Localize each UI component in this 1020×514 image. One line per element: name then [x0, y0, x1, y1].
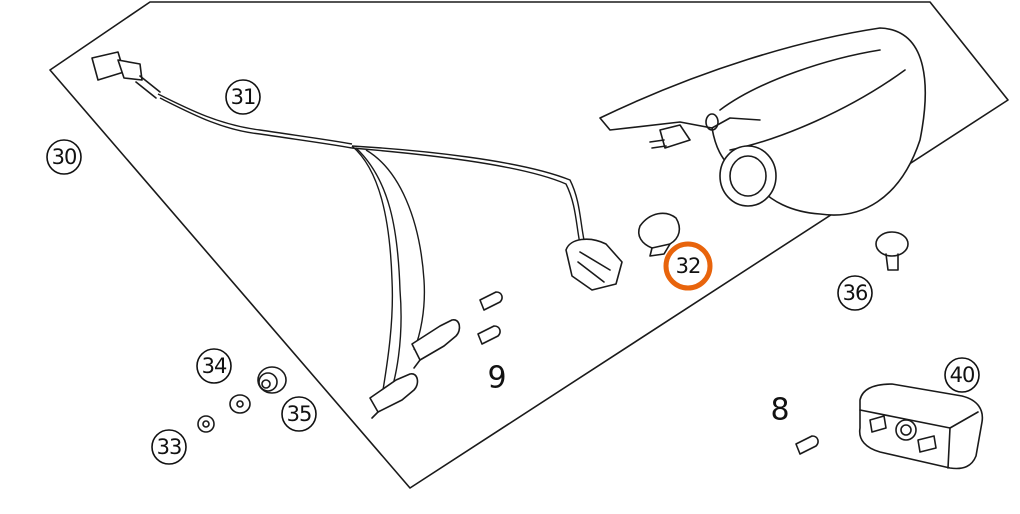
wedge-bulbs-9	[477, 291, 503, 345]
callout-number: 31	[231, 85, 256, 109]
grommet-35	[257, 366, 287, 394]
callout-number: 33	[157, 435, 182, 459]
callout-ring	[281, 396, 317, 432]
screw-cap-36	[875, 231, 909, 271]
callout-35: 35	[281, 396, 317, 432]
panel-outline	[49, 1, 1009, 489]
callout-34: 34	[196, 348, 232, 384]
callout-32: 32	[663, 241, 713, 291]
callout-33: 33	[151, 429, 187, 465]
callout-labels: 30 31 32 33 34 35 36 40 8 9	[46, 79, 980, 465]
wiring-harness	[157, 93, 585, 401]
callout-ring	[46, 139, 82, 175]
callout-31: 31	[225, 79, 261, 115]
washer-34	[229, 394, 251, 414]
side-sockets	[369, 319, 461, 419]
taillight-housing	[599, 27, 927, 216]
callout-ring	[837, 275, 873, 311]
callout-highlight-ring	[663, 241, 713, 291]
callout-number: 40	[950, 363, 975, 387]
callout-ring	[151, 429, 187, 465]
bulb-8	[795, 435, 819, 455]
wiring-connector	[91, 51, 161, 99]
callout-8: 8	[770, 393, 789, 428]
license-lamp-40	[858, 383, 984, 470]
callout-number: 30	[52, 145, 77, 169]
bulb-32	[637, 212, 681, 257]
callout-36: 36	[837, 275, 873, 311]
callout-number: 35	[287, 402, 312, 426]
callout-9: 9	[487, 361, 506, 396]
callout-ring	[944, 357, 980, 393]
callout-number: 8	[770, 393, 789, 428]
callout-number: 34	[202, 354, 227, 378]
callout-ring	[196, 348, 232, 384]
callout-ring	[225, 79, 261, 115]
callout-number: 9	[487, 361, 506, 396]
callout-number: 32	[676, 254, 701, 278]
callout-number: 36	[843, 281, 868, 305]
nut-33	[197, 415, 215, 433]
callout-30: 30	[46, 139, 82, 175]
bulb-socket	[565, 238, 623, 291]
callout-40: 40	[944, 357, 980, 393]
